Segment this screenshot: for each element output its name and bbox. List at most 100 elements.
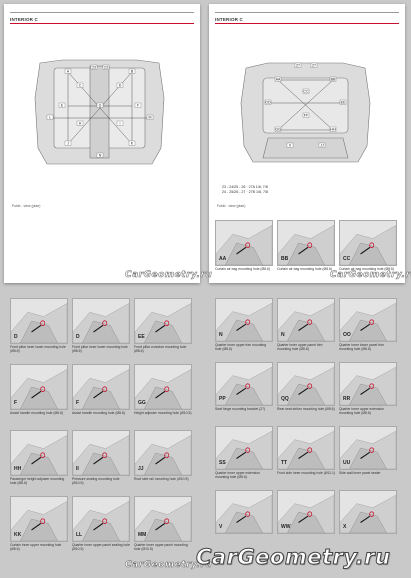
measurement-label-box <box>294 62 302 68</box>
location-photo <box>72 496 130 542</box>
sheet-caption: Fukki - view (plan) <box>12 204 41 208</box>
measurement-label: N <box>99 154 102 158</box>
location-caption: Front side inner mounting hole (Ø11.1) <box>277 471 335 475</box>
location-letter: D <box>14 334 18 340</box>
location-letter: WW <box>281 524 291 530</box>
location-caption: Front pillar inner lower mounting hole (… <box>72 345 128 353</box>
location-photo <box>134 430 192 476</box>
location-letter: UU <box>343 460 351 466</box>
location-caption: Curtain air bag mounting hole (Ø8.6) <box>215 267 271 271</box>
location-caption: Seat hinge mounting bracket (27) <box>215 407 266 411</box>
location-caption: Quarter inner upper panel trim mounting … <box>277 343 323 351</box>
location-photo <box>277 362 335 406</box>
location-caption: Rear seat striker mounting hole (Ø8.6) <box>277 407 335 411</box>
measurement-label-box <box>116 82 124 88</box>
measurement-label: D <box>119 84 122 88</box>
location-photo <box>339 298 397 342</box>
location-letter: CC <box>343 256 351 262</box>
location-caption: Roof side rail mounting hole (Ø10.5) <box>134 477 189 481</box>
measurement-label-box <box>96 102 104 108</box>
location-letter: SS <box>219 460 226 466</box>
location-caption: Pressure sealing mounting hole (Ø10.5) <box>72 477 120 485</box>
measurement-label: EE <box>341 101 346 105</box>
location-photo <box>215 298 273 342</box>
measurement-lines <box>268 79 343 131</box>
location-letter: TT <box>281 460 288 466</box>
location-caption: Quarter inner lower panel trim mounting … <box>339 343 384 351</box>
measurement-label: BB <box>331 78 336 82</box>
watermark-small: CarGeometry.ru <box>330 270 411 281</box>
measurement-label-box <box>264 99 272 105</box>
title-underline <box>215 23 399 24</box>
location-letter: F <box>14 400 18 406</box>
location-photo <box>134 298 192 344</box>
measurement-label: G <box>99 104 102 108</box>
measurement-label: A <box>67 70 70 74</box>
measurement-label-box <box>102 64 110 70</box>
measurement-label: I <box>120 122 121 126</box>
measurement-label-box <box>128 68 136 74</box>
location-letter: X <box>343 524 347 530</box>
location-caption: Quarter inner upper extension mounting h… <box>215 471 261 479</box>
watermark-large: CarGeometry.ru <box>195 545 391 570</box>
measurement-label-box <box>116 120 124 126</box>
watermark-small: CarGeometry.ru <box>125 270 213 281</box>
measurement-label-box <box>134 102 142 108</box>
location-letter: LL <box>76 532 83 538</box>
location-letter: OO <box>343 332 351 338</box>
location-caption: Quarter inner upper trim mounting hole (… <box>215 343 267 351</box>
legend-line: 23 - 24/25 - 26 · 27A 1/8, 7/8 <box>222 185 268 189</box>
location-letter: JJ <box>138 466 144 472</box>
measurement-label: 23 <box>92 66 96 70</box>
measurement-label: FF <box>304 114 309 118</box>
location-photo <box>134 496 192 542</box>
location-letter: N <box>219 332 223 338</box>
measurement-label: 27 <box>312 64 316 68</box>
location-caption: Quarter inner upper extension mounting h… <box>339 407 385 415</box>
location-photo <box>10 496 68 542</box>
measurement-label-box <box>58 102 66 108</box>
measurement-label-box <box>329 126 337 132</box>
measurement-label-box <box>128 140 136 146</box>
underbody-outline <box>240 62 371 163</box>
location-photo <box>277 490 335 534</box>
measurement-label: H <box>79 122 82 126</box>
location-photo <box>215 426 273 470</box>
measurement-label-box <box>64 68 72 74</box>
location-photo <box>10 298 68 344</box>
location-caption: Front pillar inner lower mounting hole (… <box>10 345 66 353</box>
measurement-label-box <box>310 62 318 68</box>
top-rule <box>215 12 399 13</box>
location-letter: GG <box>138 400 146 406</box>
sheet-title: INTERIOR C <box>215 17 244 22</box>
location-caption: Passenger height adjuster mounting hole … <box>10 477 65 485</box>
location-letter: V <box>219 524 223 530</box>
measurement-label: 23 <box>104 66 108 70</box>
location-photo <box>72 364 130 410</box>
measurement-label: II <box>289 144 291 148</box>
location-letter: QQ <box>281 396 289 402</box>
location-letter: RR <box>343 396 351 402</box>
location-letter: II <box>76 466 79 472</box>
location-letter: F <box>76 400 80 406</box>
measurement-label: E <box>61 104 64 108</box>
location-letter: KK <box>14 532 22 538</box>
location-photo <box>134 364 192 410</box>
measurement-label-box <box>329 76 337 82</box>
measurement-label-box <box>274 126 282 132</box>
measurement-label: GG <box>275 128 281 132</box>
measurement-label-box <box>76 82 84 88</box>
location-photo <box>72 298 130 344</box>
measurement-label-box <box>64 140 72 146</box>
location-letter: AA <box>219 256 227 262</box>
measurement-label-box <box>286 142 294 148</box>
measurement-label: DD <box>265 101 271 105</box>
location-letter: N <box>281 332 285 338</box>
location-letter: MM <box>138 532 147 538</box>
measurement-label-box <box>76 120 84 126</box>
sheet-title: INTERIOR C <box>10 17 39 22</box>
